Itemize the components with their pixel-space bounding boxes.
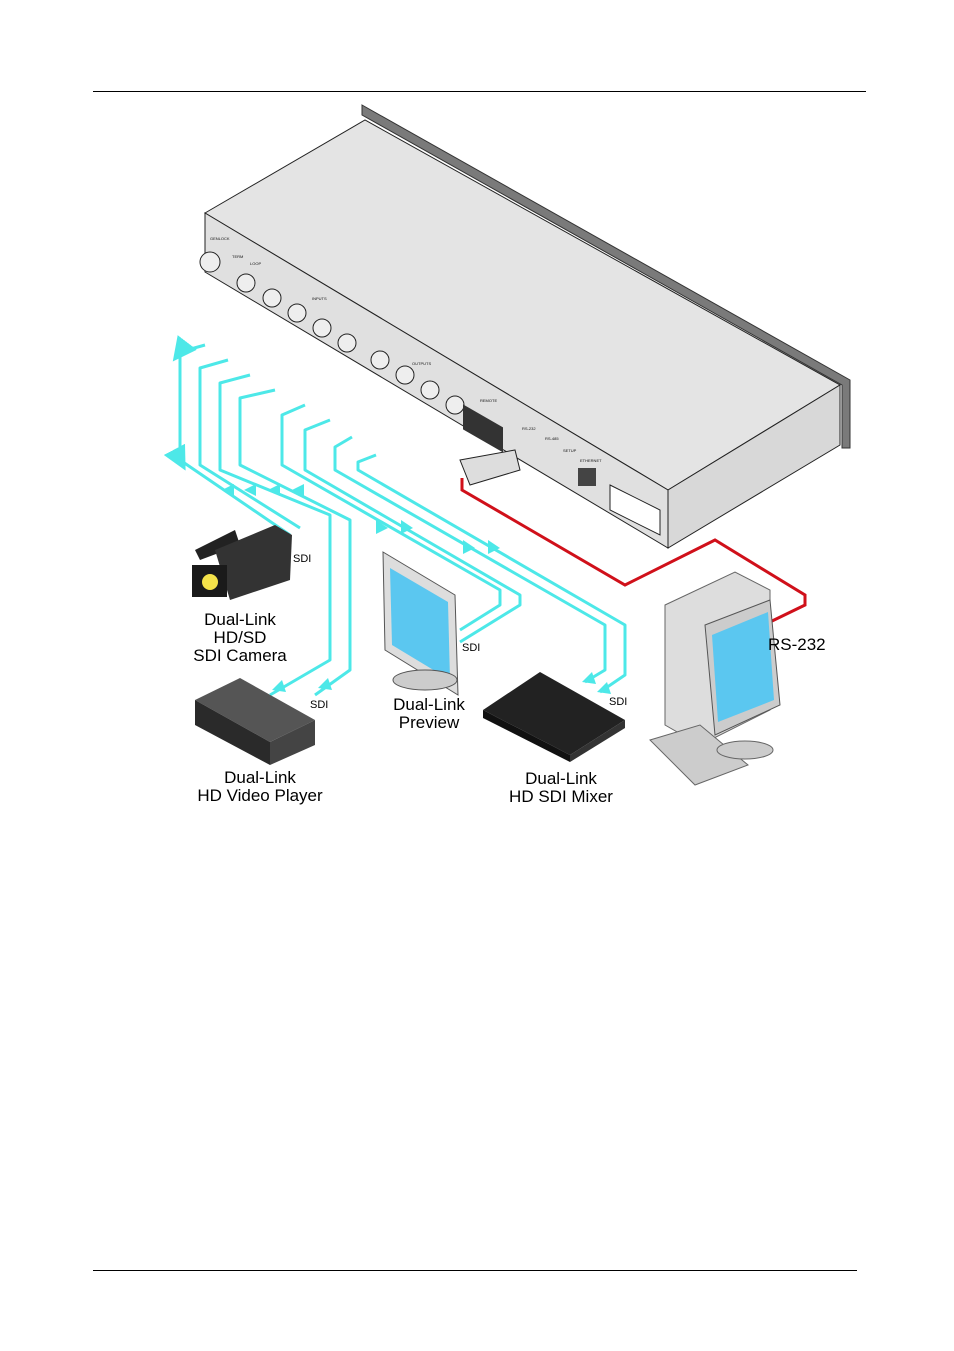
rs232-cable — [460, 478, 807, 624]
cable-out-2 — [303, 418, 522, 644]
switcher-device: GENLOCK TERM LOOP INPUTS OUTPUTS REMOTE … — [199, 104, 851, 549]
camera-label: Dual-Link HD/SD SDI Camera — [193, 610, 287, 665]
cable-out-1 — [280, 403, 502, 632]
rs232-port-label: RS-232 — [522, 426, 536, 431]
loop-label: LOOP — [250, 261, 261, 266]
ethernet-label: ETHERNET — [580, 458, 602, 463]
preview-monitor-illustration — [382, 551, 459, 696]
preview-sdi-label: SDI — [462, 642, 481, 654]
mixer-label: Dual-Link HD SDI Mixer — [509, 769, 613, 806]
video-player-illustration — [195, 678, 315, 765]
cable-in-4 — [238, 388, 352, 697]
genlock-label: GENLOCK — [210, 236, 230, 241]
rs232-label: RS-232 — [768, 635, 826, 654]
player-sdi-label: SDI — [310, 699, 329, 711]
preview-label: Dual-Link Preview — [393, 695, 465, 732]
connection-diagram: GENLOCK TERM LOOP INPUTS OUTPUTS REMOTE … — [163, 104, 851, 786]
mixer-illustration — [483, 672, 625, 762]
computer-illustration — [649, 571, 781, 786]
camera-illustration — [192, 525, 292, 600]
header-rule — [93, 91, 866, 92]
mixer-sdi-label: SDI — [609, 696, 628, 708]
setup-label: SETUP — [563, 448, 577, 453]
footer-rule — [93, 1270, 857, 1271]
player-label: Dual-Link HD Video Player — [197, 768, 323, 805]
cable-in-2 — [198, 358, 301, 530]
cable-in-1 — [163, 335, 291, 537]
inputs-label: INPUTS — [312, 296, 327, 301]
outputs-label: OUTPUTS — [412, 361, 431, 366]
camera-sdi-label: SDI — [293, 553, 312, 565]
direction-arrows — [222, 484, 611, 694]
remote-label: REMOTE — [480, 398, 497, 403]
rs485-label: RS-485 — [545, 436, 559, 441]
term-label: TERM — [232, 254, 243, 259]
